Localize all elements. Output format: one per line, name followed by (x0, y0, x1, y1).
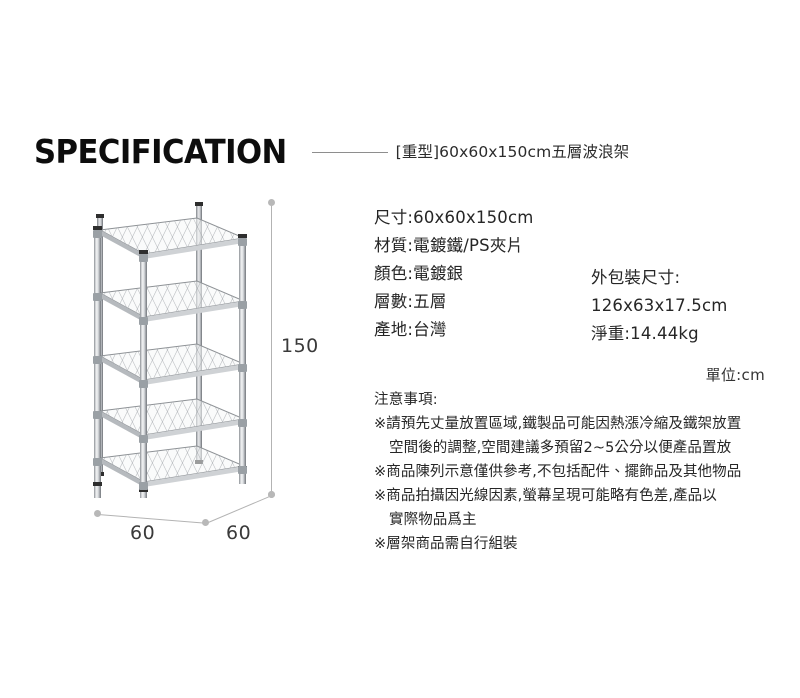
spec-row-material: 材質:電鍍鐵/PS夾片 (374, 236, 524, 255)
spec-row-size: 尺寸:60x60x150cm (374, 208, 534, 227)
product-illustration: 150 60 60 (78, 188, 348, 544)
note-item-4: ※層架商品需自行組裝 (374, 536, 518, 552)
shelf-tier-2 (98, 280, 246, 322)
spec-row-tiers: 層數:五層 (374, 292, 447, 311)
height-dimension-dot-top (268, 199, 275, 206)
spec-list: 尺寸:60x60x150cm 材質:電鍍鐵/PS夾片 顏色:電鍍銀 層數:五層 … (374, 204, 589, 344)
page-title: SPECIFICATION (34, 131, 287, 171)
width-dimension-label: 60 (130, 522, 156, 544)
spec-row-origin: 產地:台灣 (374, 320, 447, 339)
height-dimension-line (271, 203, 273, 495)
note-item-2: ※商品陳列示意僅供參考,不包括配件、擺飾品及其他物品 (374, 464, 742, 480)
post-front-middle (139, 250, 148, 498)
depth-dimension-dot-right (268, 491, 275, 498)
shelf-tier-1 (98, 217, 246, 259)
product-subtitle: [重型]60x60x150cm五層波浪架 (395, 143, 630, 161)
note-item-1-cont: 空間後的調整,空間建議多預留2~5公分以便產品置放 (389, 440, 732, 456)
post-front-right (238, 234, 247, 484)
packaging-list: 外包裝尺寸: 126x63x17.5cm 淨重:14.44kg (591, 264, 781, 348)
shelf-photo (92, 196, 248, 498)
note-item-1: ※請預先丈量放置區域,鐵製品可能因熱漲冷縮及鐵架放置 (374, 416, 742, 432)
shelf-drawing (93, 202, 247, 498)
unit-note: 單位:cm (705, 366, 765, 384)
note-item-3-cont: 實際物品爲主 (389, 512, 477, 528)
packaging-label: 外包裝尺寸: (591, 268, 681, 287)
specification-details: 尺寸:60x60x150cm 材質:電鍍鐵/PS夾片 顏色:電鍍銀 層數:五層 … (374, 204, 774, 352)
notes-section: 注意事項: ※請預先丈量放置區域,鐵製品可能因熱漲冷縮及鐵架放置 空間後的調整,… (374, 388, 774, 556)
depth-dimension-dot-center (202, 519, 209, 526)
packaging-size: 126x63x17.5cm (591, 296, 728, 315)
shelf-tier-3 (98, 343, 246, 385)
height-dimension-label: 150 (281, 335, 319, 357)
spec-row-color: 顏色:電鍍銀 (374, 264, 464, 283)
width-dimension-dot-left (94, 510, 101, 517)
shelf-clips (93, 230, 247, 490)
notes-title: 注意事項: (374, 392, 438, 408)
depth-dimension-line (205, 495, 271, 525)
packaging-weight: 淨重:14.44kg (591, 324, 699, 343)
note-item-3: ※商品拍攝因光線因素,螢幕呈現可能略有色差,產品以 (374, 488, 717, 504)
depth-dimension-label: 60 (226, 522, 252, 544)
shelf-tier-4 (98, 398, 246, 440)
shelf-tier-5 (98, 445, 246, 487)
page-header: SPECIFICATION [重型]60x60x150cm五層波浪架 (34, 128, 766, 174)
title-rule-divider (311, 151, 388, 153)
